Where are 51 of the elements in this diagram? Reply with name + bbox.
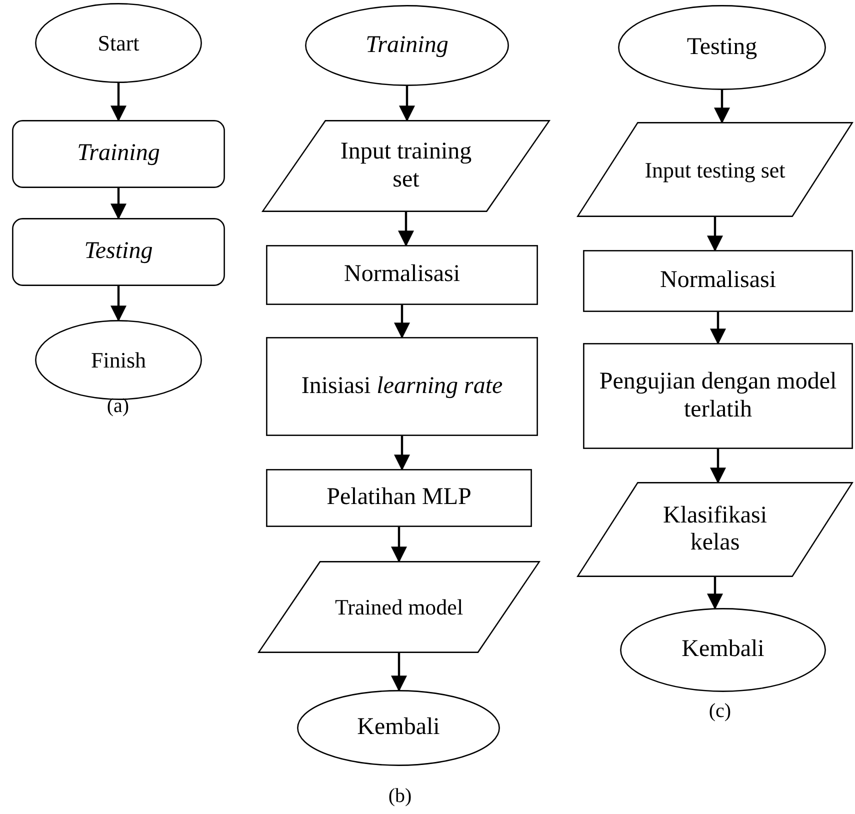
process-box xyxy=(266,469,532,527)
node-label: Normalisasi xyxy=(660,267,776,295)
node-label: Training xyxy=(366,32,448,60)
terminator-ellipse xyxy=(35,3,202,83)
arrow xyxy=(394,305,410,339)
node-label: Klasifikasi kelas xyxy=(662,502,768,558)
node-label: Kembali xyxy=(682,636,764,664)
node-label: Pengujian dengan model terlatih xyxy=(598,368,838,424)
node-label: Start xyxy=(98,30,140,56)
arrow xyxy=(710,312,726,345)
node-label: Input testing set xyxy=(644,156,786,182)
node-label: Finish xyxy=(90,347,146,373)
process-box xyxy=(12,120,225,188)
terminator-ellipse xyxy=(620,608,826,692)
node-label: Normalisasi xyxy=(344,261,460,289)
node-label: Input training set xyxy=(339,138,473,194)
arrow xyxy=(391,527,407,563)
process-box xyxy=(12,218,225,286)
node-label: Testing xyxy=(84,238,153,266)
node-label: Training xyxy=(77,140,160,168)
io-parallelogram xyxy=(577,482,853,577)
node-label: Pelatihan MLP xyxy=(326,484,472,512)
process-box xyxy=(266,245,538,305)
node-label: Inisiasi learning rate xyxy=(301,372,503,400)
io-parallelogram xyxy=(262,120,550,212)
subfigure-caption: (b) xyxy=(387,785,413,808)
arrow xyxy=(707,577,723,610)
subfigure-caption: (c) xyxy=(708,700,732,723)
arrow xyxy=(391,653,407,692)
process-box xyxy=(266,337,538,436)
arrow xyxy=(110,286,126,322)
node-label: Trained model xyxy=(334,594,464,620)
process-box xyxy=(583,343,853,449)
io-parallelogram xyxy=(258,561,540,653)
terminator-ellipse xyxy=(35,320,202,400)
arrow xyxy=(710,449,726,484)
arrow xyxy=(398,212,414,247)
arrow xyxy=(399,86,415,122)
arrow xyxy=(714,90,730,124)
io-parallelogram xyxy=(577,122,853,217)
arrow xyxy=(110,83,126,122)
terminator-ellipse xyxy=(618,5,826,90)
process-box xyxy=(583,250,853,312)
arrow xyxy=(394,436,410,471)
terminator-ellipse xyxy=(297,690,500,766)
arrow xyxy=(110,188,126,220)
arrow xyxy=(707,217,723,252)
node-label: Testing xyxy=(686,34,758,62)
terminator-ellipse xyxy=(305,5,509,86)
node-label: Kembali xyxy=(357,714,440,742)
subfigure-caption: (a) xyxy=(106,395,130,418)
